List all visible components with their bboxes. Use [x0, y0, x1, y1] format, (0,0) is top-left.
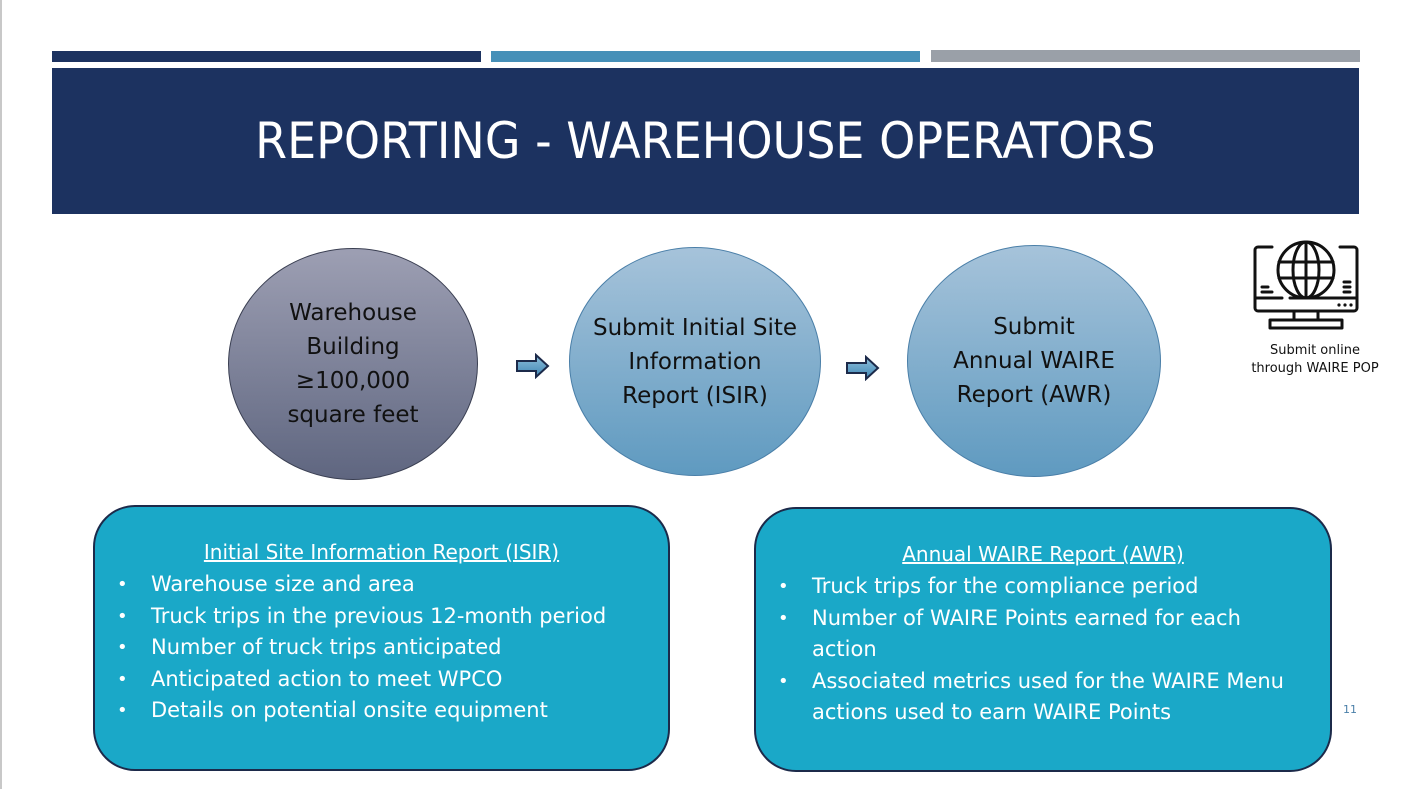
step-line: Information: [628, 348, 762, 375]
slide-left-edge: [0, 0, 2, 789]
step-line: Annual WAIRE: [953, 348, 1115, 374]
right-arrow-icon: [516, 353, 550, 379]
caption-line: through WAIRE POP: [1251, 361, 1379, 376]
isir-list: Warehouse size and area Truck trips in t…: [95, 569, 668, 727]
step-submit-awr: Submit Annual WAIRE Report (AWR): [907, 245, 1161, 477]
awr-list: Truck trips for the compliance period Nu…: [756, 571, 1330, 729]
list-item: Anticipated action to meet WPCO: [95, 664, 668, 696]
step-warehouse-building: Warehouse Building ≥100,000 square feet: [228, 248, 478, 480]
caption-line: Submit online: [1270, 343, 1360, 358]
step-line: Submit: [993, 314, 1075, 340]
isir-details-box: Initial Site Information Report (ISIR) W…: [93, 505, 670, 771]
isir-box-title: Initial Site Information Report (ISIR): [203, 540, 560, 564]
step-line: Building: [306, 334, 400, 360]
step-submit-isir: Submit Initial Site Information Report (…: [569, 247, 821, 476]
list-item: Warehouse size and area: [95, 569, 668, 601]
awr-details-box: Annual WAIRE Report (AWR) Truck trips fo…: [754, 507, 1332, 772]
computer-globe-icon: [1253, 240, 1359, 330]
accent-bar-navy: [52, 51, 481, 62]
list-item: Truck trips in the previous 12-month per…: [95, 601, 668, 633]
step-line: Warehouse: [289, 300, 417, 326]
list-item: Details on potential onsite equipment: [95, 695, 668, 727]
step-line: square feet: [287, 402, 419, 428]
step-line: ≥100,000: [295, 368, 411, 394]
submit-online-caption: Submit online through WAIRE POP: [1225, 342, 1405, 378]
step-line: Report (AWR): [956, 382, 1112, 408]
list-item: Truck trips for the compliance period: [756, 571, 1306, 603]
slide-number: 11: [1343, 703, 1357, 716]
list-item: Number of truck trips anticipated: [95, 632, 668, 664]
list-item: Associated metrics used for the WAIRE Me…: [756, 666, 1306, 729]
title-band: REPORTING - WAREHOUSE OPERATORS: [52, 68, 1359, 214]
accent-bar-blue: [491, 51, 920, 62]
awr-box-title: Annual WAIRE Report (AWR): [902, 542, 1184, 566]
slide-title: REPORTING - WAREHOUSE OPERATORS: [255, 112, 1156, 170]
step-line: Submit Initial Site: [592, 314, 797, 341]
right-arrow-icon: [846, 355, 880, 381]
step-line: Report (ISIR): [622, 382, 768, 409]
accent-bar-gray: [931, 50, 1360, 62]
list-item: Number of WAIRE Points earned for each a…: [756, 603, 1306, 666]
